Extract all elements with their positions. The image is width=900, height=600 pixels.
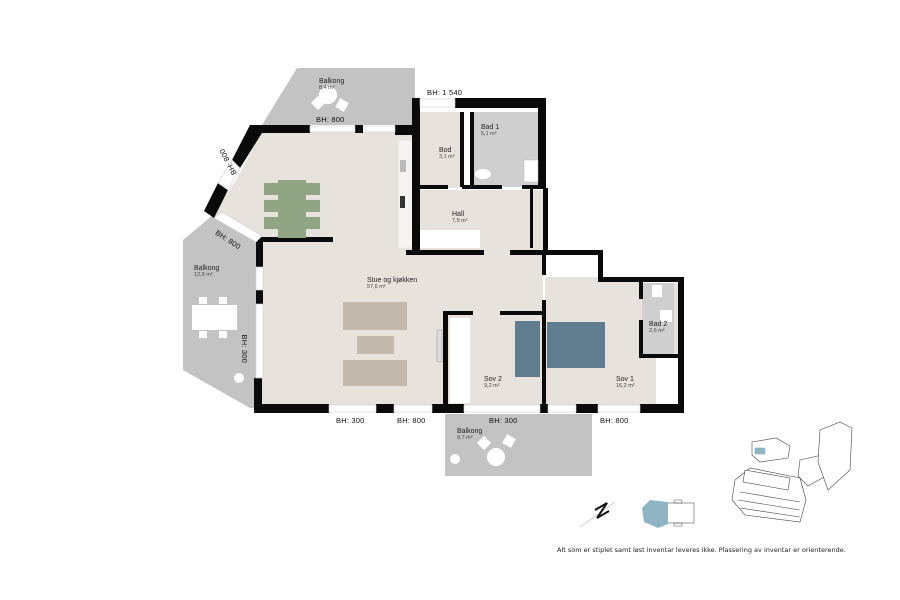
chair-west-1 (199, 297, 207, 304)
bh-label-north-balcony: BH: 800 (316, 115, 345, 124)
bh-label-west: BH: 300 (240, 334, 249, 364)
key-plan (642, 499, 695, 528)
dining-table (264, 180, 320, 238)
plant-south (450, 454, 460, 464)
room-label-hall: Hall 7,5 m² (452, 211, 468, 224)
balcony-north (262, 68, 415, 125)
table-south (487, 448, 505, 466)
room-label-stue-og-kjokken: Stue og kjøkken 57,6 m² (367, 277, 418, 290)
floor-sov1-corner (656, 357, 680, 407)
plant-west (234, 373, 244, 383)
chair-west-2 (219, 297, 227, 304)
tv-unit (436, 329, 443, 363)
bh-label-south-4: BH: 800 (600, 416, 629, 425)
compass-n-icon (594, 502, 610, 519)
kitchen-sink (400, 160, 406, 172)
table-west (192, 305, 237, 330)
room-label-balkong-west: Balkong 12,9 m² (194, 265, 220, 278)
chair-south-1 (476, 435, 492, 451)
bh-label-south-2: BH: 800 (397, 416, 426, 425)
kitchen-stove (400, 196, 405, 208)
building-overview (731, 421, 853, 523)
bh-label-entry: BH: 1 540 (427, 88, 463, 97)
toilet-bad1 (475, 169, 491, 179)
room-label-bad-1: Bad 1 5,1 m² (481, 124, 500, 137)
walls (204, 98, 684, 413)
bed-sov1 (547, 322, 605, 368)
hall-bench (420, 230, 480, 248)
chair-north-2 (335, 98, 349, 112)
sink-bad2 (660, 310, 672, 322)
table-north (319, 86, 337, 104)
chair-west-3 (199, 331, 207, 338)
sink-bad1 (523, 159, 539, 183)
compass-line (579, 501, 616, 528)
room-label-sov-2: Sov 2 9,2 m² (484, 376, 502, 389)
room-label-sov-1: Sov 1 16,2 m² (616, 376, 635, 389)
room-label-balkong-south: Balkong 9,7 m² (457, 428, 483, 441)
sofa-group (343, 302, 407, 386)
chair-west-4 (219, 331, 227, 338)
windows (213, 98, 641, 413)
balcony-south (445, 414, 592, 476)
bh-label-south-1: BH: 300 (336, 416, 365, 425)
room-label-bod: Bod 3,1 m² (439, 147, 455, 160)
room-label-balkong-north: Balkong 8,4 m² (319, 78, 345, 91)
bed-sov2 (515, 321, 540, 377)
closet-sov2 (450, 318, 470, 403)
disclaimer-footnote: Alt som er stiplet samt løst inventar le… (557, 546, 846, 554)
bh-label-south-3: BH: 300 (489, 416, 518, 425)
room-label-bad-2: Bad 2 2,6 m² (649, 321, 668, 334)
chair-south-2 (502, 434, 516, 448)
floor-bod (418, 112, 461, 188)
chair-north-1 (310, 95, 326, 111)
toilet-bad2 (652, 285, 662, 297)
